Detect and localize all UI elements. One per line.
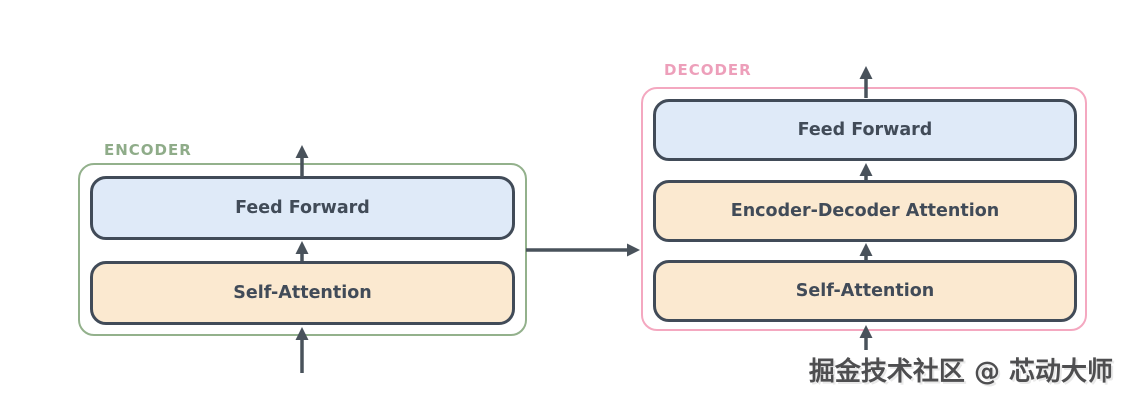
encoder-label: ENCODER xyxy=(104,141,192,159)
encoder-input-arrow xyxy=(295,327,309,373)
decoder-internal-arrow-lower xyxy=(859,243,873,260)
encoder-feed-forward-label: Feed Forward xyxy=(235,198,370,218)
watermark-text: 掘金技术社区 @ 芯动大师 xyxy=(808,357,1113,387)
decoder-label: DECODER xyxy=(664,61,752,79)
decoder-encoder-decoder-attention-block: Encoder-Decoder Attention xyxy=(653,180,1077,242)
decoder-output-arrow xyxy=(859,66,873,98)
decoder-encoder-decoder-attention-label: Encoder-Decoder Attention xyxy=(730,201,1000,221)
decoder-self-attention-block: Self-Attention xyxy=(653,260,1077,322)
decoder-internal-arrow-upper xyxy=(859,163,873,180)
encoder-feed-forward-block: Feed Forward xyxy=(90,176,515,240)
decoder-input-arrow xyxy=(859,325,873,350)
decoder-feed-forward-block: Feed Forward xyxy=(653,99,1077,161)
encoder-to-decoder-arrow xyxy=(526,243,640,257)
decoder-self-attention-label: Self-Attention xyxy=(795,281,935,301)
encoder-internal-arrow xyxy=(295,241,309,261)
encoder-self-attention-block: Self-Attention xyxy=(90,261,515,325)
encoder-self-attention-label: Self-Attention xyxy=(233,283,372,303)
encoder-output-arrow xyxy=(295,145,309,177)
decoder-feed-forward-label: Feed Forward xyxy=(797,120,933,140)
